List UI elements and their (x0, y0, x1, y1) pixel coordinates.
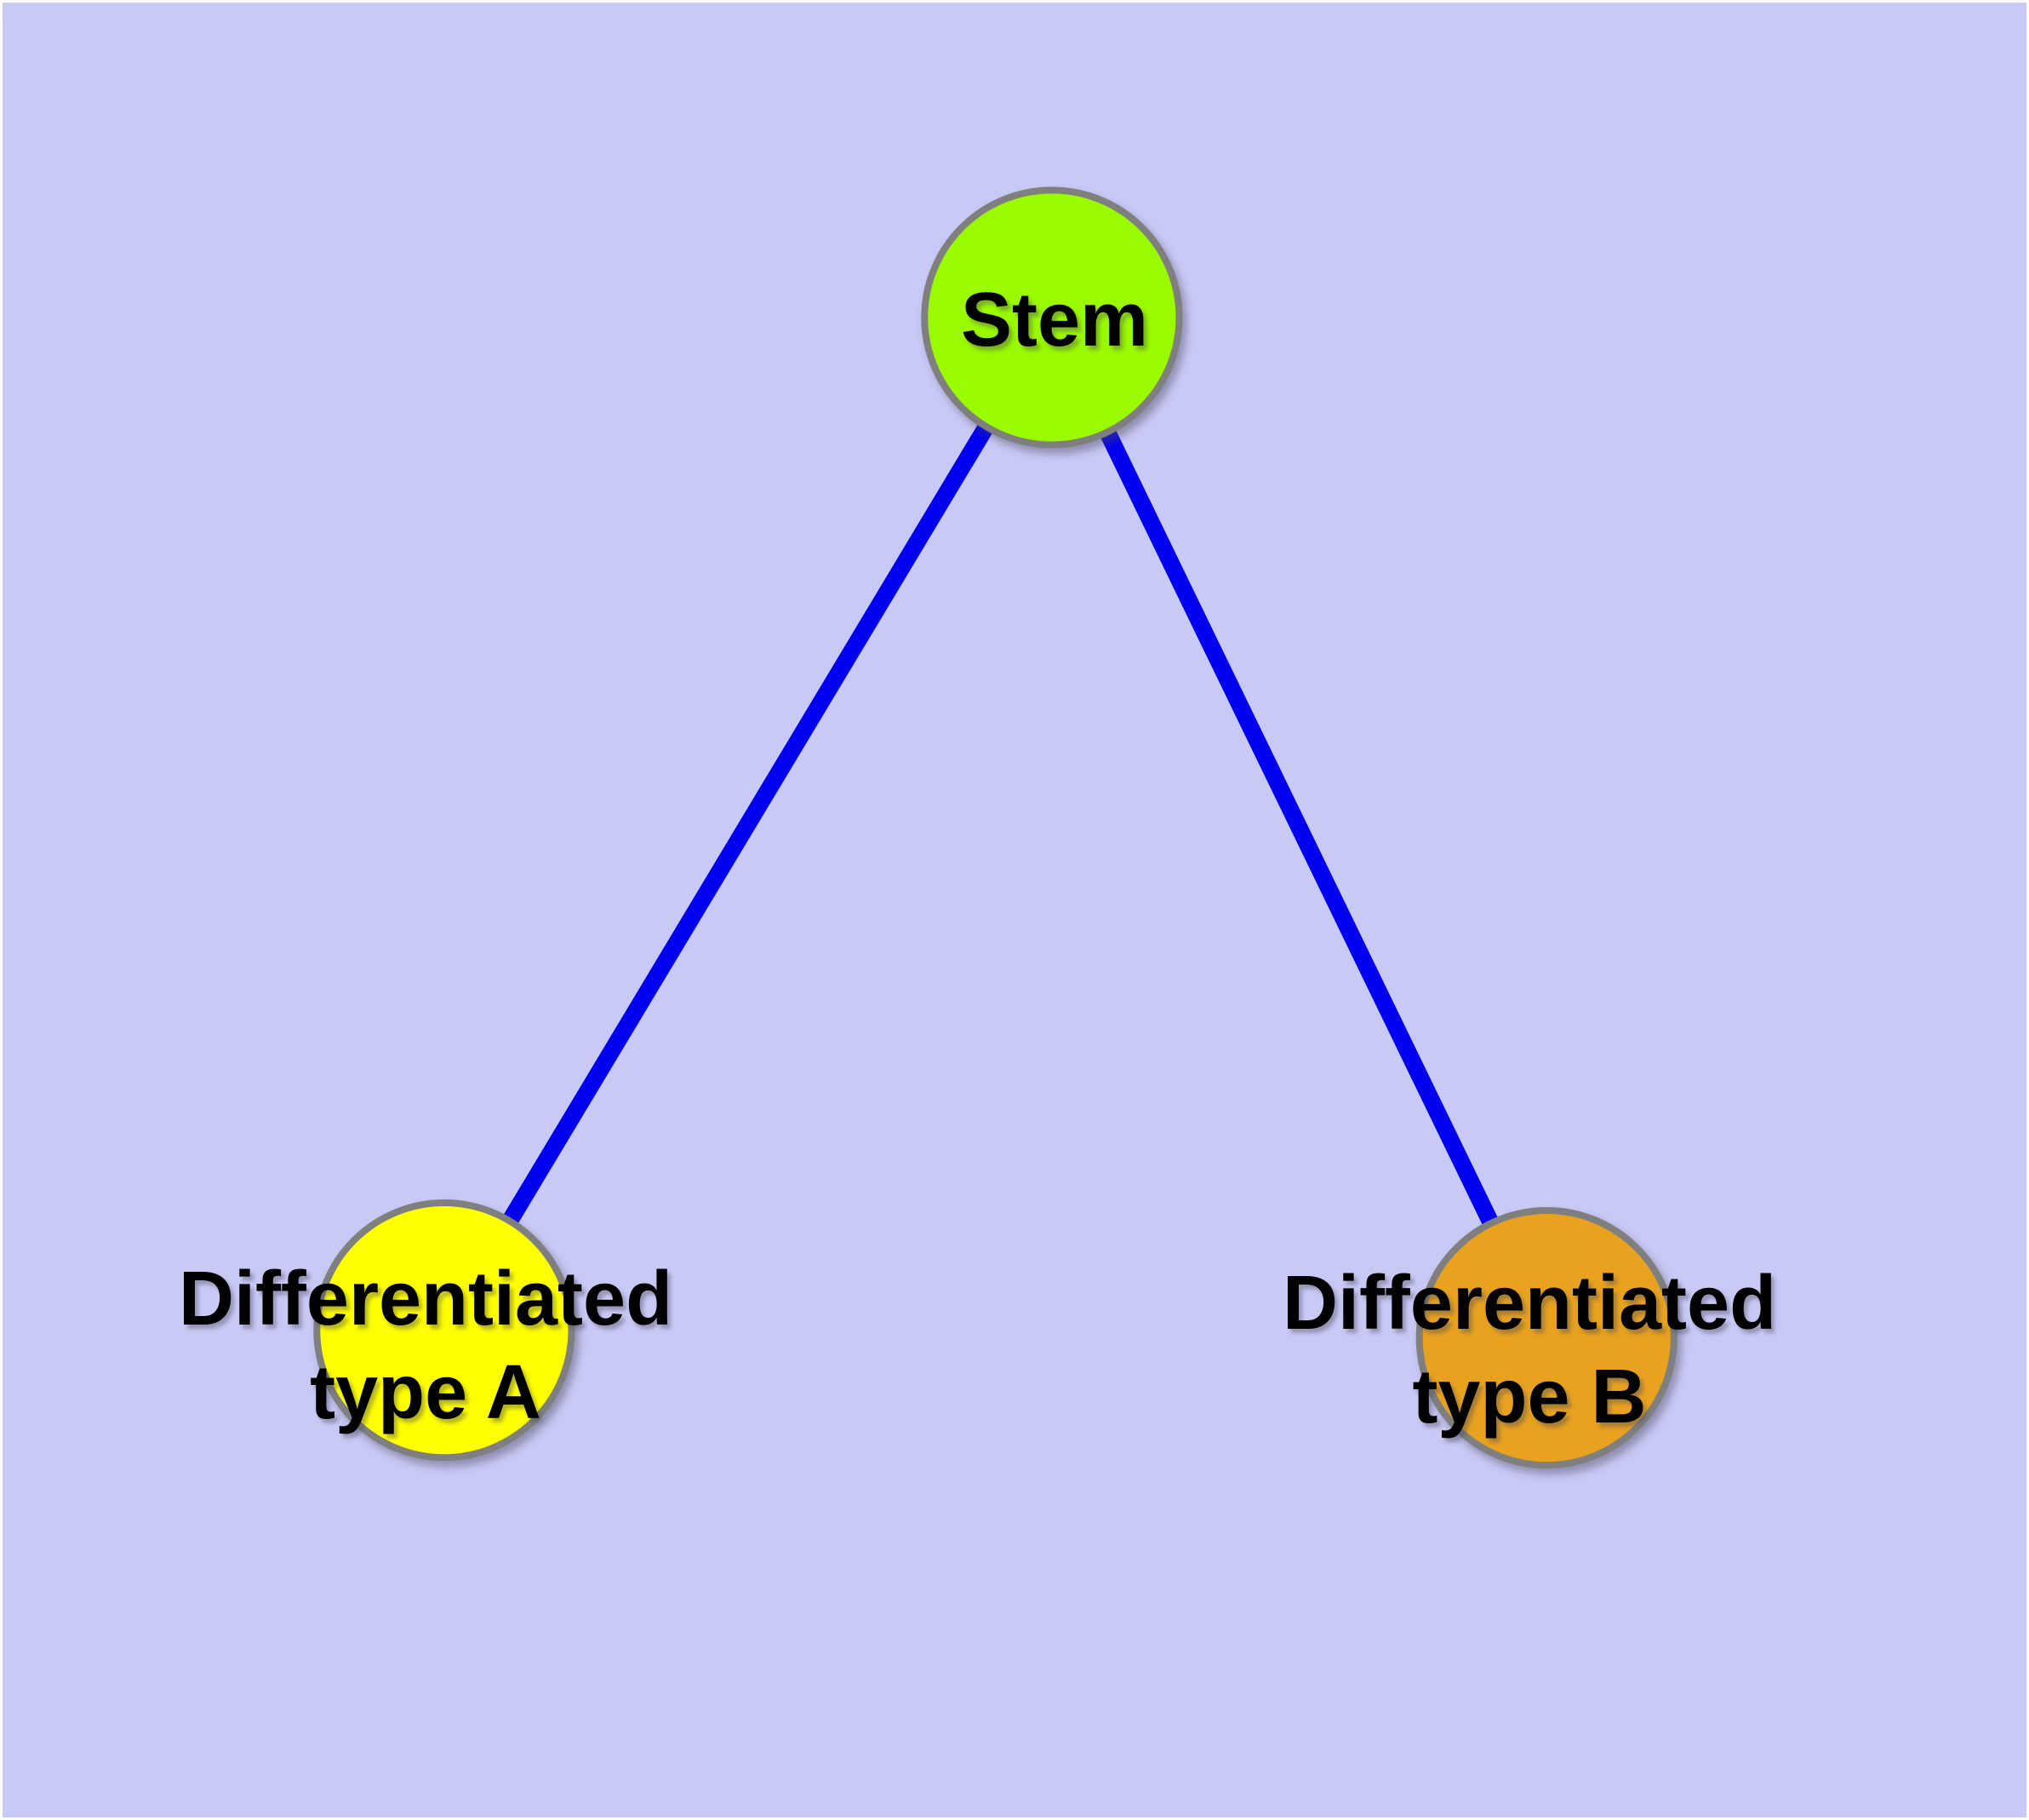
node-circle-diff-a (313, 1199, 575, 1462)
edge-stem-to-diff-a (437, 312, 1060, 1335)
graph-svg (313, 186, 1677, 1469)
node-circle-diff-b (1415, 1207, 1677, 1469)
edge-stem-to-diff-b (1043, 313, 1555, 1342)
node-circle-stem (921, 186, 1183, 449)
